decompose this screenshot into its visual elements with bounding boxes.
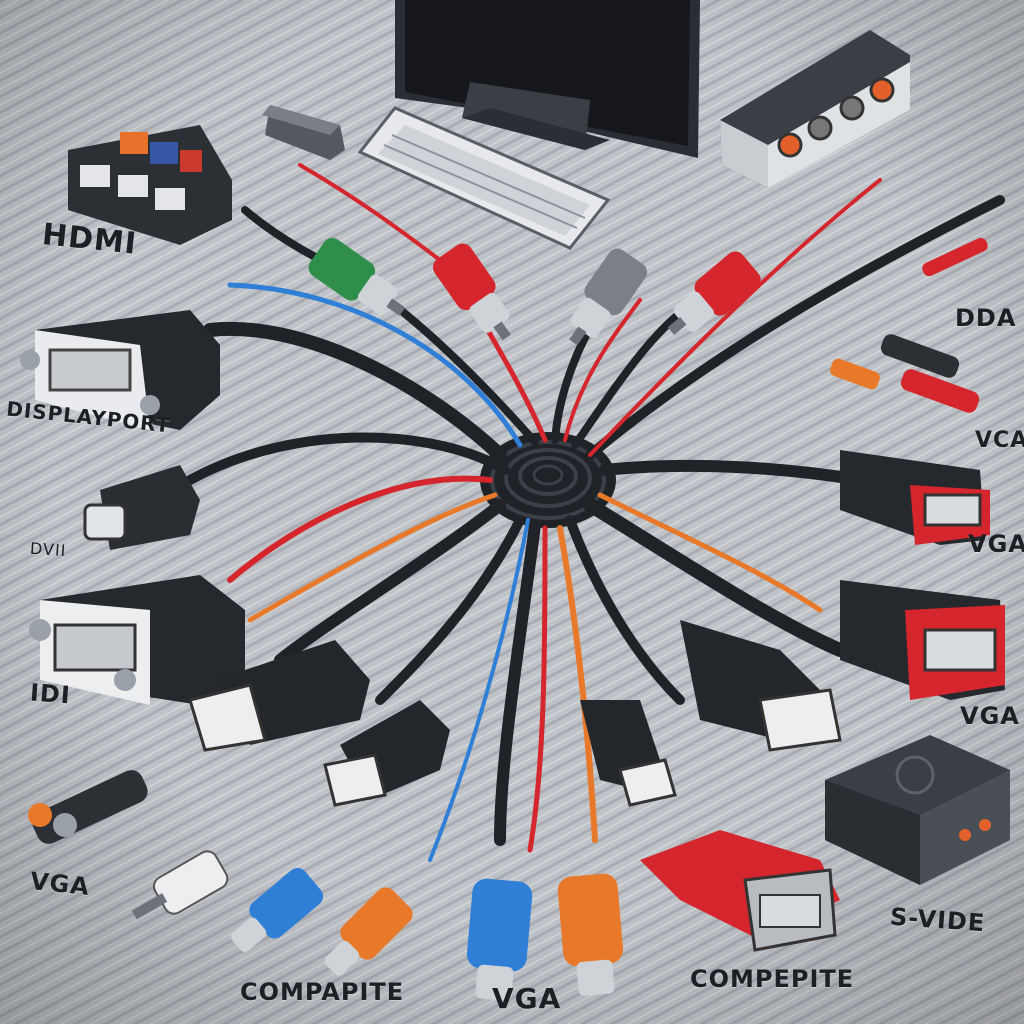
multiport-adapter	[68, 125, 232, 245]
set-top-box	[825, 735, 1010, 885]
monitor	[395, 0, 700, 158]
hdmi-plug-left	[83, 465, 200, 550]
dvi-connector-upper	[20, 310, 220, 430]
label-vga-bottom: VGA	[492, 982, 562, 1015]
dvi-connector-red	[640, 830, 840, 952]
label-compapite: COMPAPITE	[240, 978, 405, 1006]
keyboard	[357, 106, 611, 250]
usb-plug-c	[580, 700, 677, 807]
vga-connector-right-lower	[840, 580, 1005, 700]
label-compepite: COMPEPITE	[690, 965, 855, 993]
vga-connector-right-upper	[840, 450, 990, 545]
usb-plug-d	[680, 620, 842, 752]
rca-cluster-left	[28, 770, 148, 844]
usb-plug-b	[323, 700, 450, 807]
usb-stick	[262, 105, 345, 160]
label-vca: VCA	[975, 428, 1024, 453]
label-dvi: DVII	[29, 538, 68, 561]
rca-bundle-right	[830, 237, 988, 413]
cable-coil	[480, 432, 616, 528]
label-idi: IDI	[29, 678, 72, 710]
label-vga-right-lower: VGA	[960, 702, 1020, 730]
label-dda: DDA	[955, 304, 1017, 332]
av-switch-box	[720, 30, 910, 188]
vga-connector-lower-left	[29, 575, 245, 705]
usb-plug-a	[188, 640, 370, 752]
rca-plugs-top	[308, 237, 761, 346]
rca-plugs-bottom	[131, 850, 624, 1001]
label-vga-right-upper: VGA	[968, 530, 1024, 558]
